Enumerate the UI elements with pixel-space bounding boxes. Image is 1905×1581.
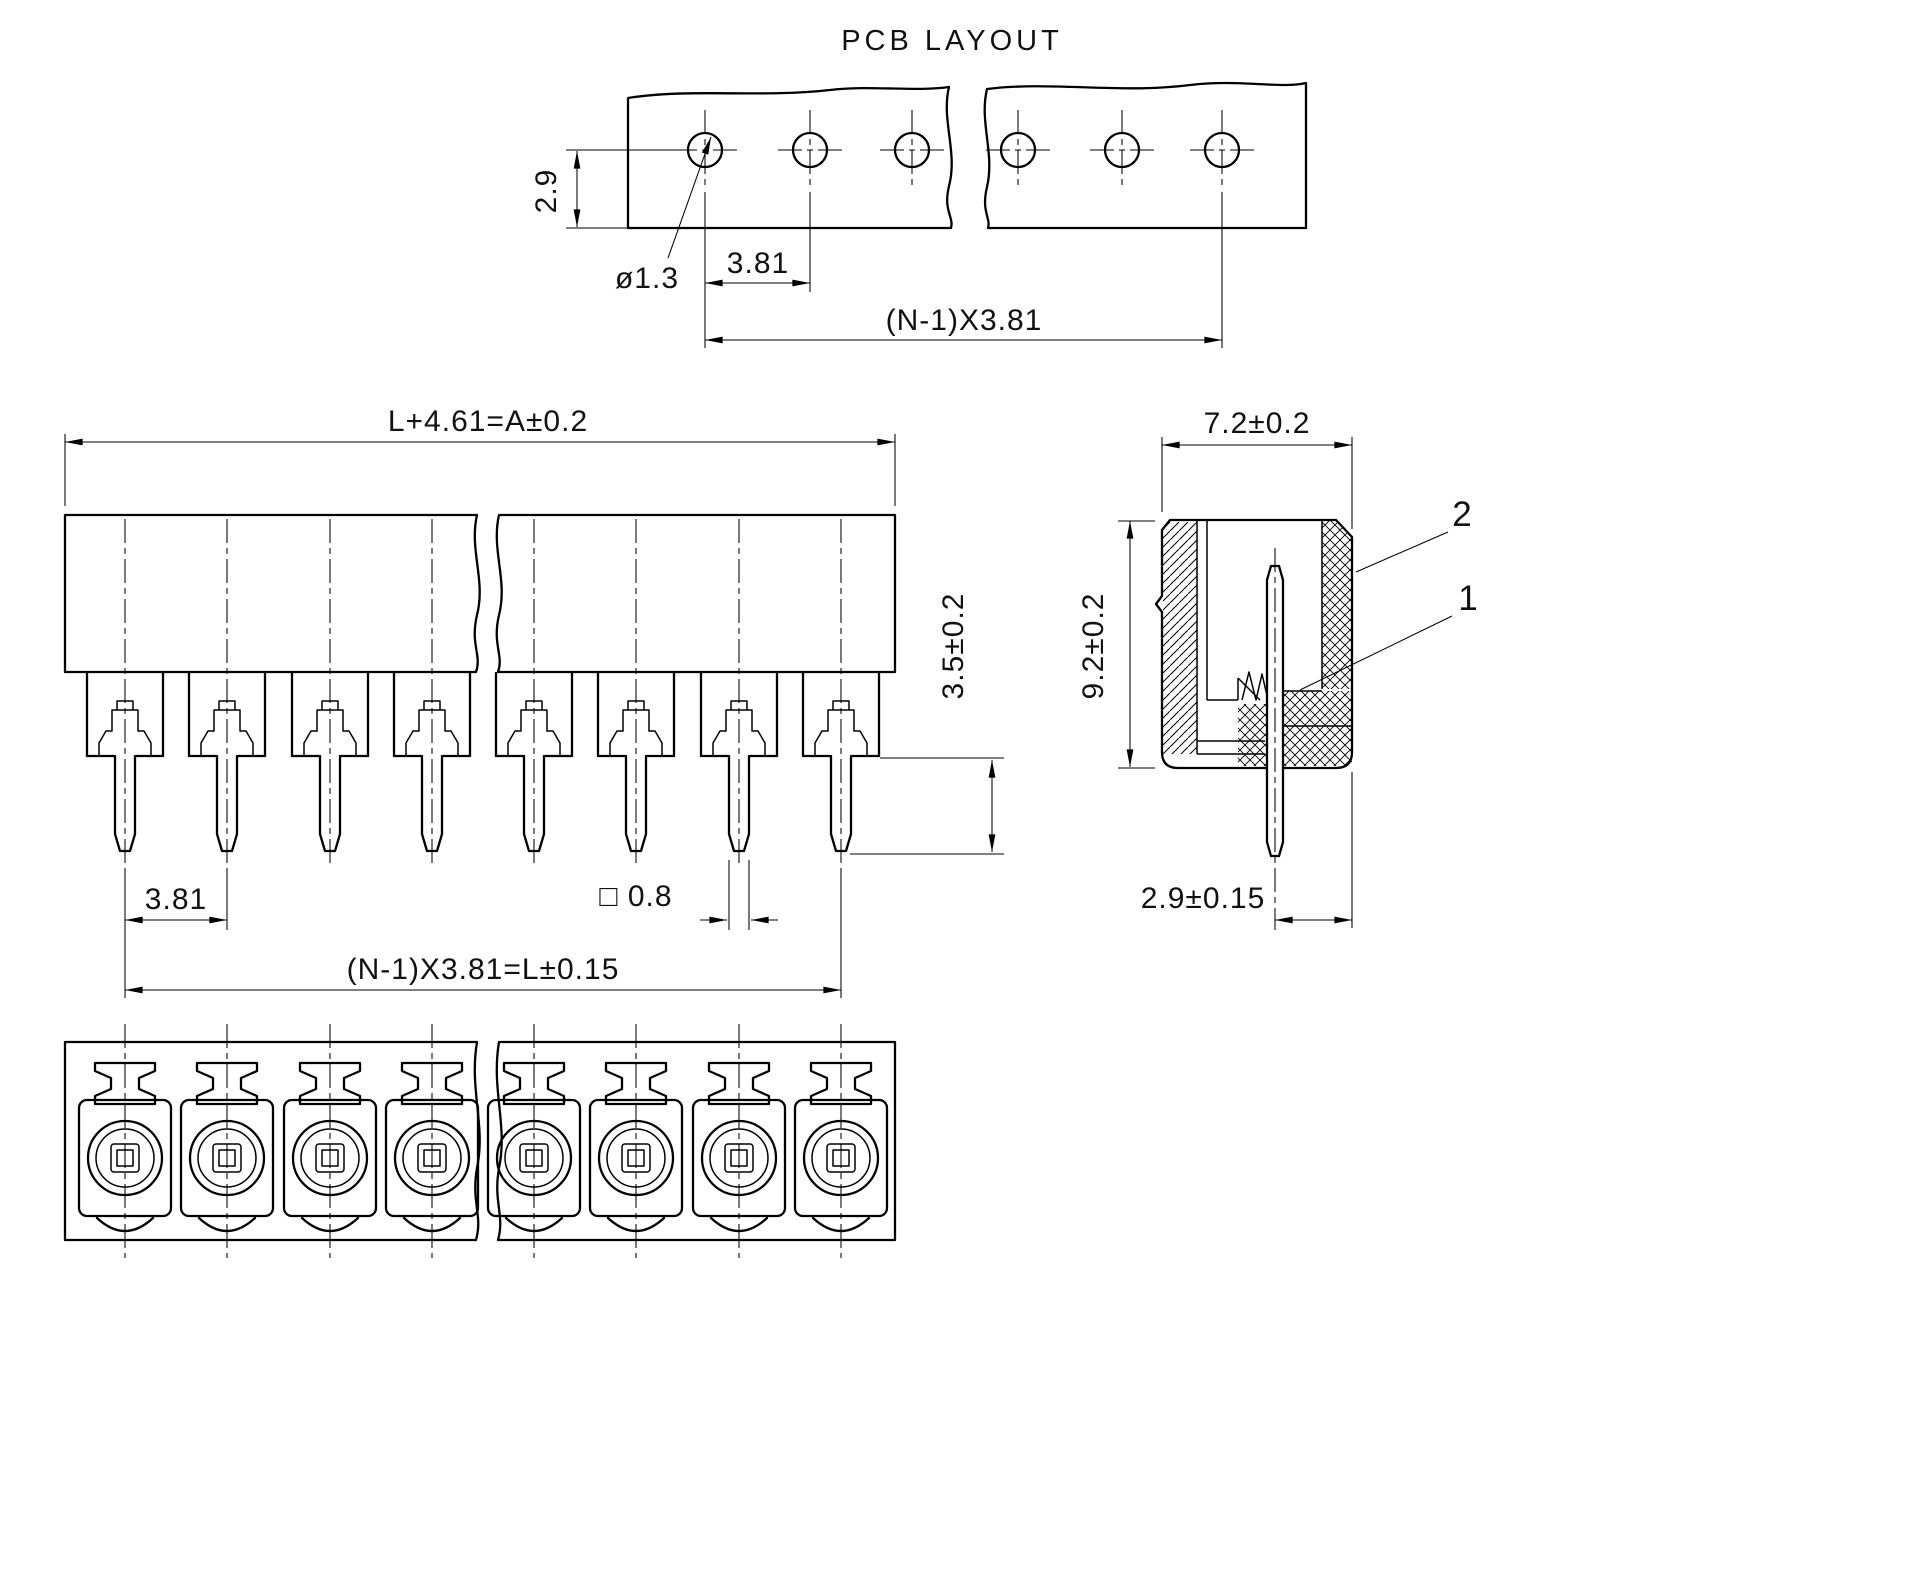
view-title-pcb-layout: PCB LAYOUT <box>841 25 1063 57</box>
front-view: L+4.61=A±0.2 3.81 □ 0.8 (N-1)X3.81=L±0.1… <box>63 405 1004 998</box>
dim-housing-depth: 7.2±0.2 <box>1204 407 1311 440</box>
side-section-view: 7.2±0.2 9.2±0.2 2.9±0.15 2 1 <box>1077 407 1478 930</box>
pcb-layout-view: PCB LAYOUT 2.9 ø1.3 3.81 (N-1)X3.81 <box>530 25 1308 348</box>
dim-pin-length: 3.5±0.2 <box>937 593 970 700</box>
side-dimension-lines <box>1118 437 1453 928</box>
dim-hole-pitch: 3.81 <box>727 247 789 280</box>
dim-hole-span: (N-1)X3.81 <box>886 304 1043 337</box>
base-hatch-left <box>1238 704 1267 766</box>
dim-board-edge-to-hole: 2.9 <box>530 169 563 214</box>
dim-pin-square: □ 0.8 <box>599 880 672 913</box>
left-wall-hatch <box>1163 522 1197 754</box>
housing-section-lines <box>1196 521 1352 755</box>
plan-view <box>63 1022 897 1260</box>
dim-pin-span: (N-1)X3.81=L±0.15 <box>347 953 620 986</box>
plan-body-right <box>495 1040 897 1242</box>
front-dimension-lines <box>64 434 1004 998</box>
base-hatch-right <box>1283 691 1352 766</box>
dim-pin-pitch: 3.81 <box>145 883 207 916</box>
front-body-right <box>495 513 897 674</box>
dim-housing-height: 9.2±0.2 <box>1077 593 1110 700</box>
dim-overall-length: L+4.61=A±0.2 <box>388 405 588 438</box>
contact-spring <box>1241 671 1269 701</box>
pcb-dimension-lines <box>566 136 1223 348</box>
callout-2: 2 <box>1452 495 1471 534</box>
housing-outline <box>1154 518 1354 770</box>
right-wall-hatch <box>1322 521 1352 689</box>
pcb-strip-left <box>626 85 953 230</box>
callout-1: 1 <box>1458 579 1477 618</box>
front-body-left <box>63 513 481 674</box>
pcb-strip-right <box>983 81 1308 230</box>
dim-pin-to-face: 2.9±0.15 <box>1141 882 1266 915</box>
dim-hole-diameter: ø1.3 <box>615 262 679 295</box>
